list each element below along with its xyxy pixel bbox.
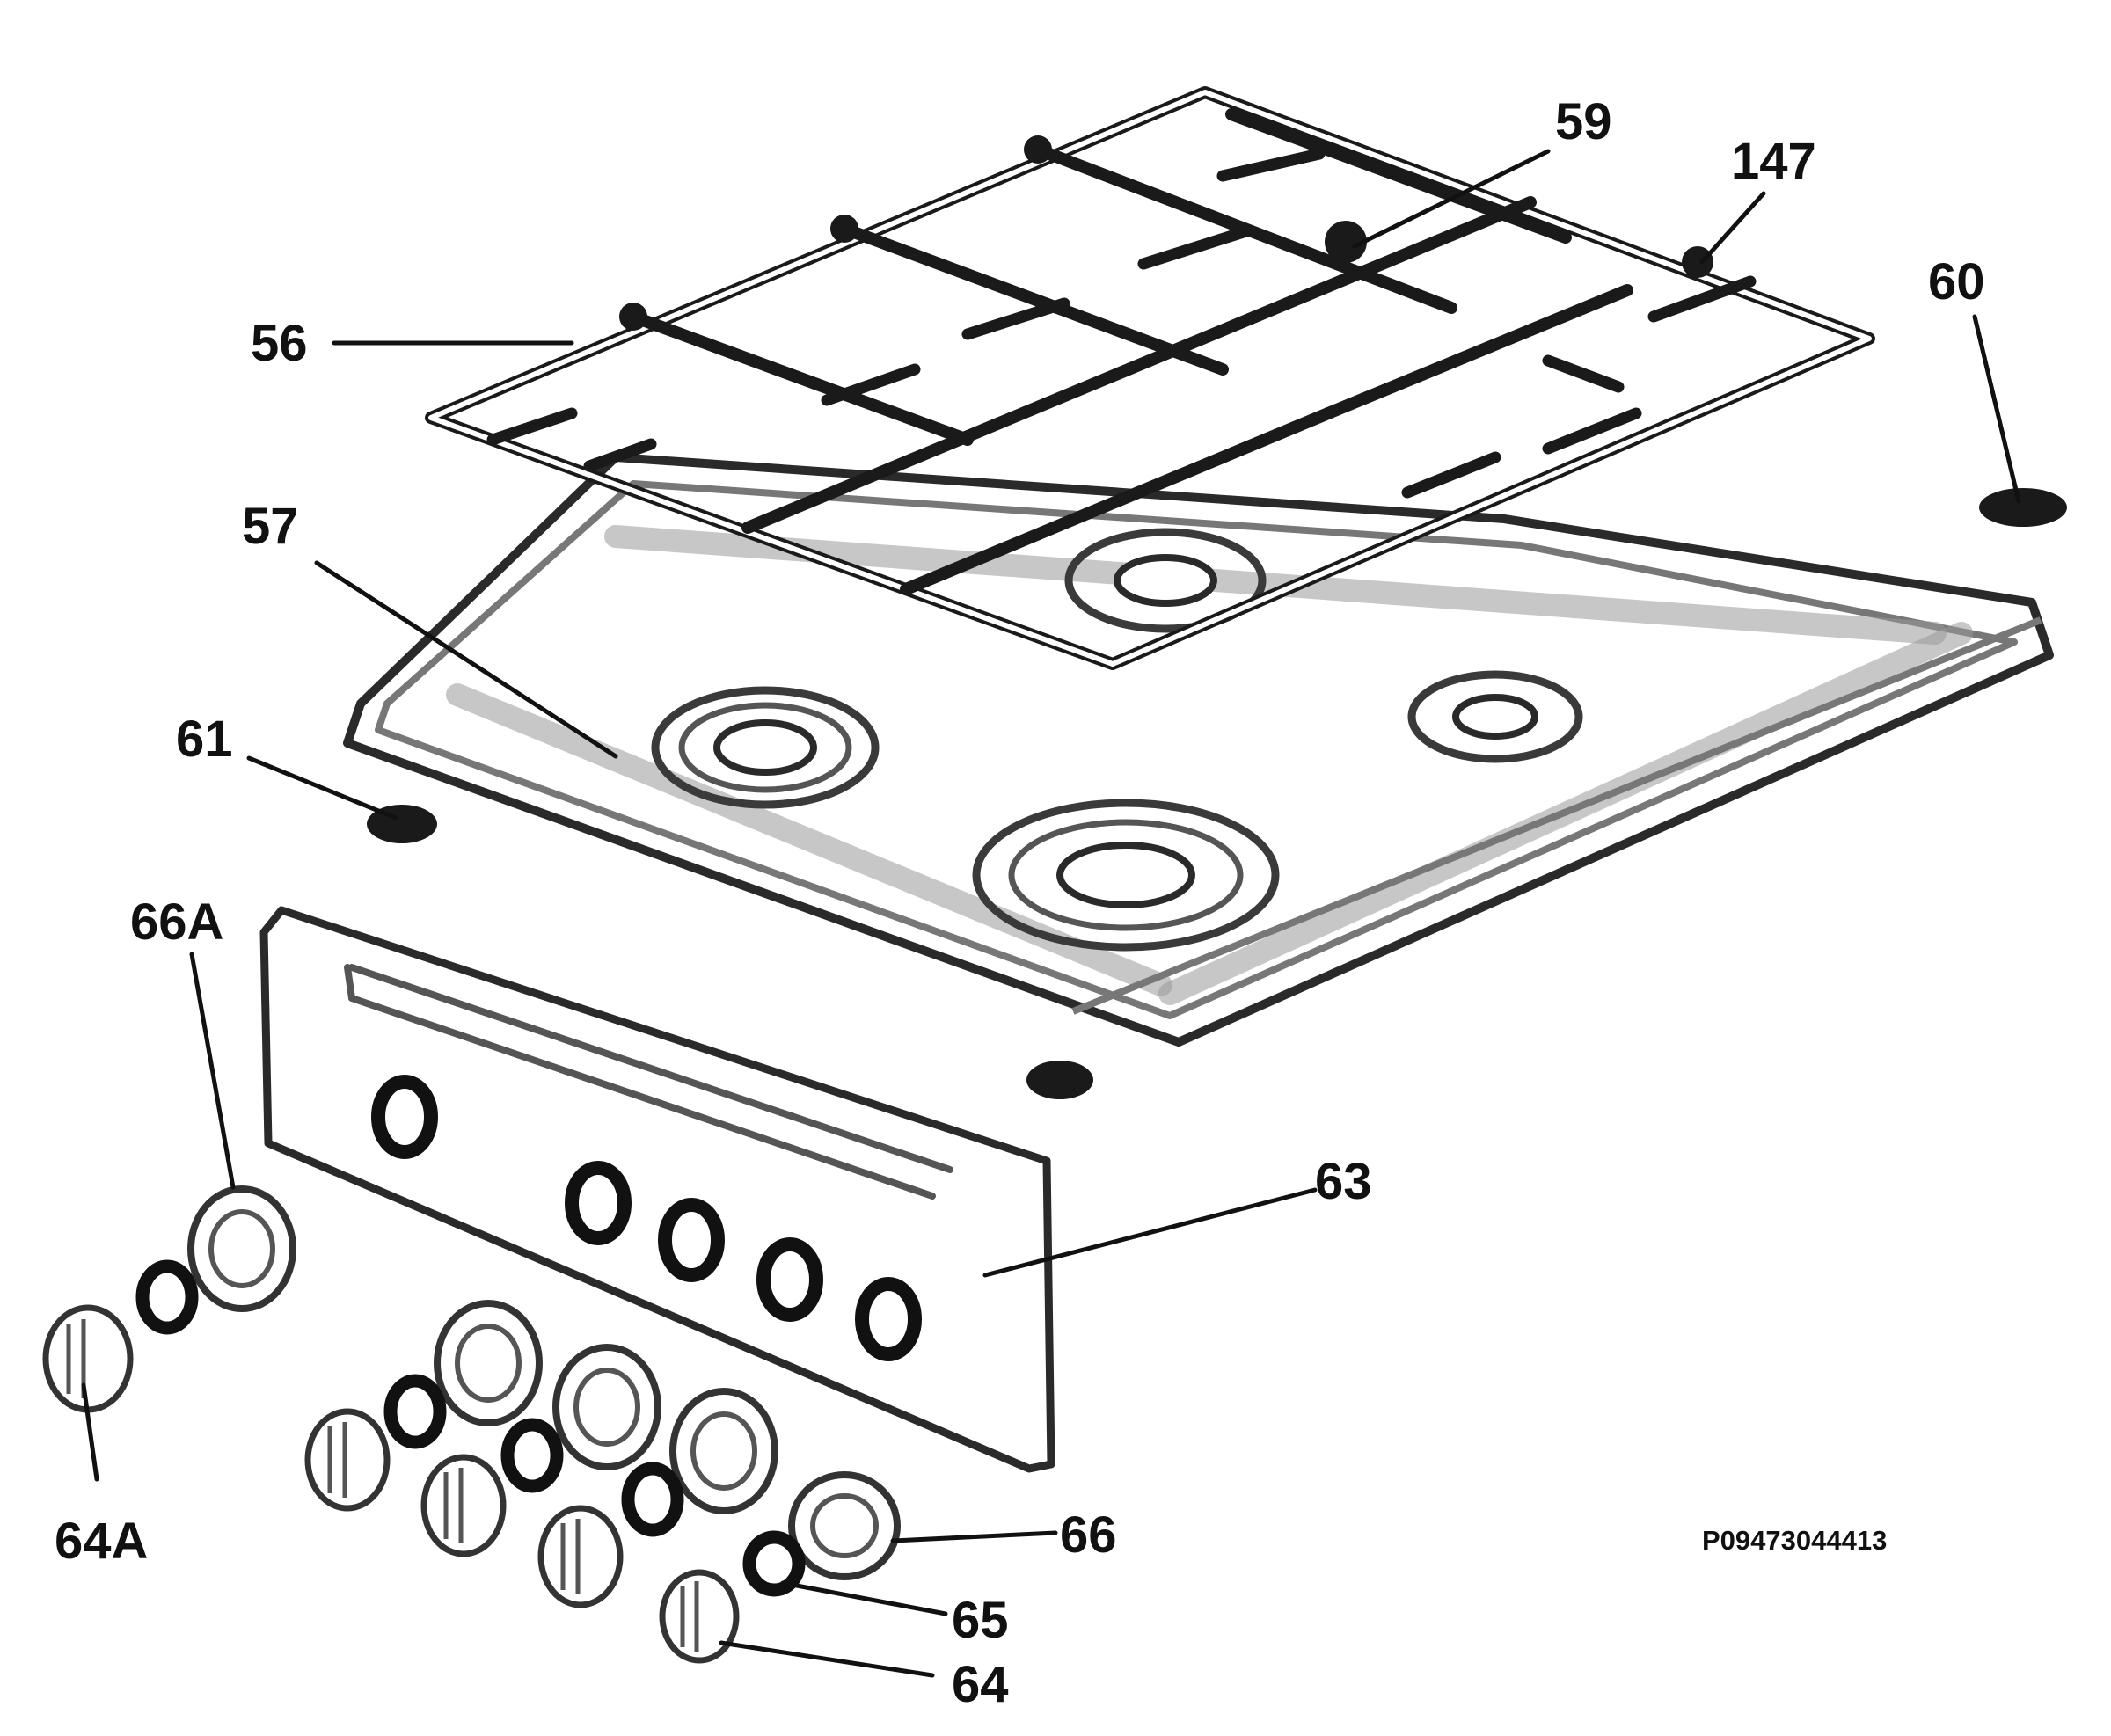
panel-knob-hole-1 [371, 1075, 438, 1159]
pan-support-grate [425, 86, 1875, 670]
callout-64: 64 [952, 1656, 1009, 1713]
knob-ring-65 [742, 1530, 806, 1597]
panel-knob-hole-4 [756, 1237, 823, 1322]
panel-knob-hole-3 [658, 1198, 725, 1282]
grate-foot-59 [1325, 221, 1367, 263]
knob-set-front [304, 1300, 901, 1664]
burner-right [1407, 670, 1583, 763]
callout-64A: 64A [55, 1513, 148, 1570]
rubber-foot-front [1026, 1061, 1093, 1099]
callout-56: 56 [251, 315, 308, 372]
leader-lines [81, 149, 2021, 1678]
catalog-number: P09473044413 [1702, 1525, 1887, 1556]
hob-plate [343, 453, 2054, 1047]
burner-front [972, 799, 1280, 952]
callout-labels: 56 57 59 147 60 61 63 66A 64A 66 65 64 P… [55, 93, 1985, 1713]
knob-set-left [42, 1185, 296, 1413]
control-panel [259, 906, 1056, 1473]
panel-knob-hole-5 [855, 1277, 922, 1361]
burner-left [651, 686, 880, 809]
callout-57: 57 [242, 498, 299, 555]
callout-65: 65 [952, 1592, 1009, 1649]
callout-61: 61 [176, 711, 233, 768]
callout-66: 66 [1060, 1506, 1117, 1564]
grate-foot-147 [1682, 246, 1713, 278]
callout-60: 60 [1928, 253, 1985, 310]
knob-bezel-66 [788, 1471, 901, 1580]
panel-knob-hole-2 [565, 1161, 632, 1245]
callout-147: 147 [1731, 133, 1816, 190]
callout-66A: 66A [130, 894, 223, 951]
knob-64 [659, 1569, 740, 1664]
callout-59: 59 [1555, 93, 1612, 150]
knob-bezel-66A [187, 1185, 296, 1312]
knob-64A [42, 1304, 134, 1413]
callout-63: 63 [1315, 1153, 1372, 1210]
rubber-foot-60 [1979, 488, 2067, 527]
burner-rear [1064, 528, 1267, 633]
